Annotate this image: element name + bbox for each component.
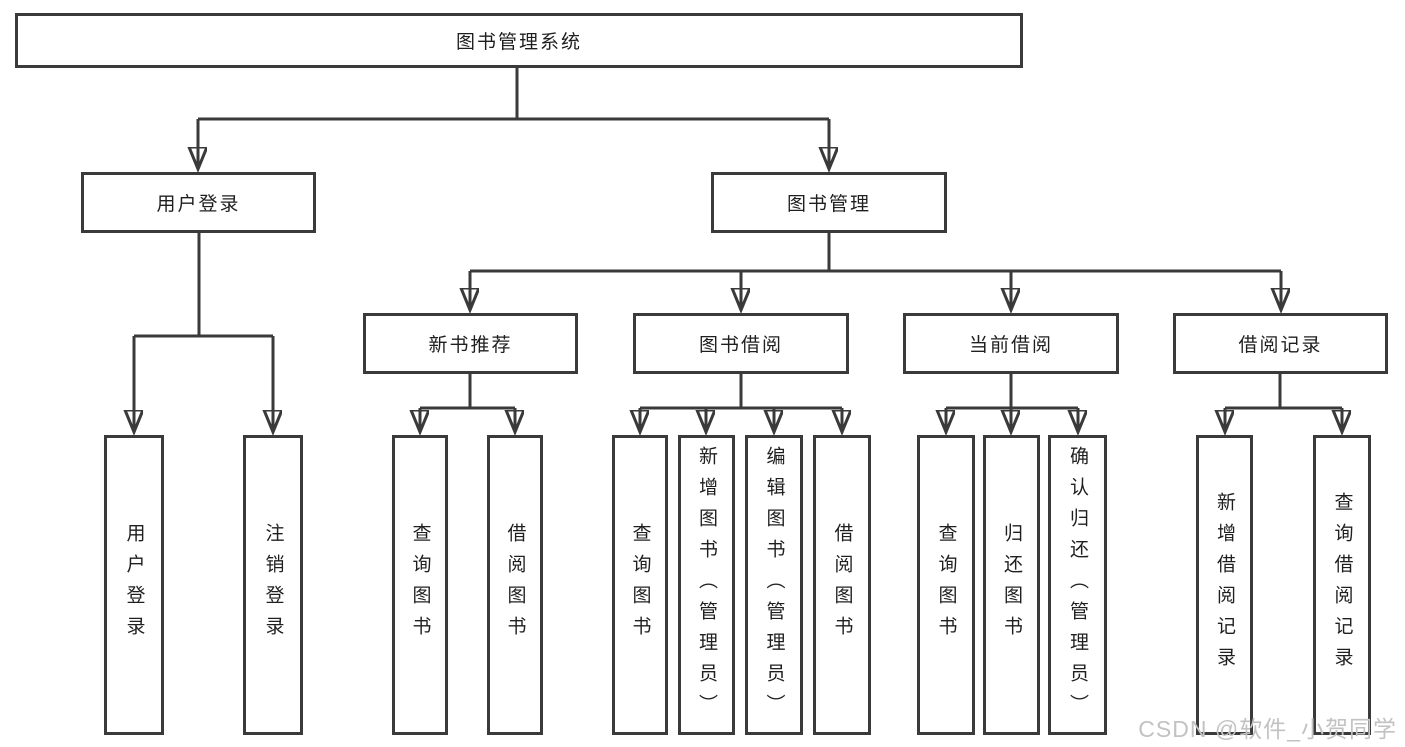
node-current-borrow: 当前借阅: [903, 313, 1119, 374]
leaf-query-book-2: 查询图书: [612, 435, 668, 735]
leaf-confirm-return-admin: 确认归还（管理员）: [1048, 435, 1107, 735]
csdn-watermark: CSDN @软件_小贺同学: [1138, 716, 1397, 742]
leaf-query-borrow-record: 查询借阅记录: [1313, 435, 1371, 735]
node-borrow-records: 借阅记录: [1173, 313, 1388, 374]
connector-user-login-bar: [134, 233, 273, 338]
node-current-borrow-label: 当前借阅: [968, 335, 1053, 356]
leaf-logout-label: 注销登录: [262, 523, 284, 647]
leaf-logout: 注销登录: [243, 435, 303, 735]
node-book-borrow-label: 图书借阅: [698, 335, 783, 356]
connector-current-borrow-bar: [946, 374, 1078, 410]
leaf-add-book-admin: 新增图书（管理员）: [678, 435, 735, 735]
node-new-book-recommend-label: 新书推荐: [428, 335, 513, 356]
leaf-user-login: 用户登录: [104, 435, 164, 735]
leaf-query-book-1-label: 查询图书: [409, 523, 431, 647]
leaf-add-borrow-record-label: 新增借阅记录: [1214, 492, 1235, 678]
leaf-query-book-3-label: 查询图书: [935, 523, 957, 647]
node-user-login: 用户登录: [81, 172, 316, 233]
node-book-management-label: 图书管理: [786, 194, 871, 215]
leaf-query-book-3: 查询图书: [917, 435, 975, 735]
node-new-book-recommend: 新书推荐: [363, 313, 578, 374]
connector-root-bar: [198, 68, 829, 121]
leaf-borrow-book-1: 借阅图书: [487, 435, 543, 735]
connector-borrow-records-bar: [1225, 374, 1342, 410]
leaf-confirm-return-admin-label: 确认归还（管理员）: [1067, 445, 1088, 725]
root-node-library-system: 图书管理系统: [15, 13, 1023, 68]
connector-new-book-bar: [420, 374, 515, 410]
connector-book-management-bar: [470, 233, 1281, 273]
node-borrow-records-label: 借阅记录: [1238, 335, 1323, 356]
node-user-login-label: 用户登录: [156, 194, 241, 215]
leaf-return-book: 归还图书: [983, 435, 1040, 735]
leaf-query-borrow-record-label: 查询借阅记录: [1331, 492, 1353, 678]
leaf-query-book-1: 查询图书: [392, 435, 448, 735]
leaf-borrow-book-1-label: 借阅图书: [504, 523, 526, 647]
connector-book-borrow-bar: [640, 374, 842, 410]
leaf-edit-book-admin-label: 编辑图书（管理员）: [763, 445, 785, 725]
leaf-borrow-book-2: 借阅图书: [813, 435, 871, 735]
leaf-add-book-admin-label: 新增图书（管理员）: [696, 445, 717, 725]
leaf-add-borrow-record: 新增借阅记录: [1196, 435, 1253, 735]
node-book-management: 图书管理: [711, 172, 947, 233]
leaf-borrow-book-2-label: 借阅图书: [831, 523, 853, 647]
node-book-borrow: 图书借阅: [633, 313, 849, 374]
leaf-return-book-label: 归还图书: [1001, 523, 1022, 647]
leaf-user-login-label: 用户登录: [123, 523, 145, 647]
leaf-edit-book-admin: 编辑图书（管理员）: [745, 435, 803, 735]
root-node-label: 图书管理系统: [455, 32, 582, 53]
leaf-query-book-2-label: 查询图书: [629, 523, 651, 647]
